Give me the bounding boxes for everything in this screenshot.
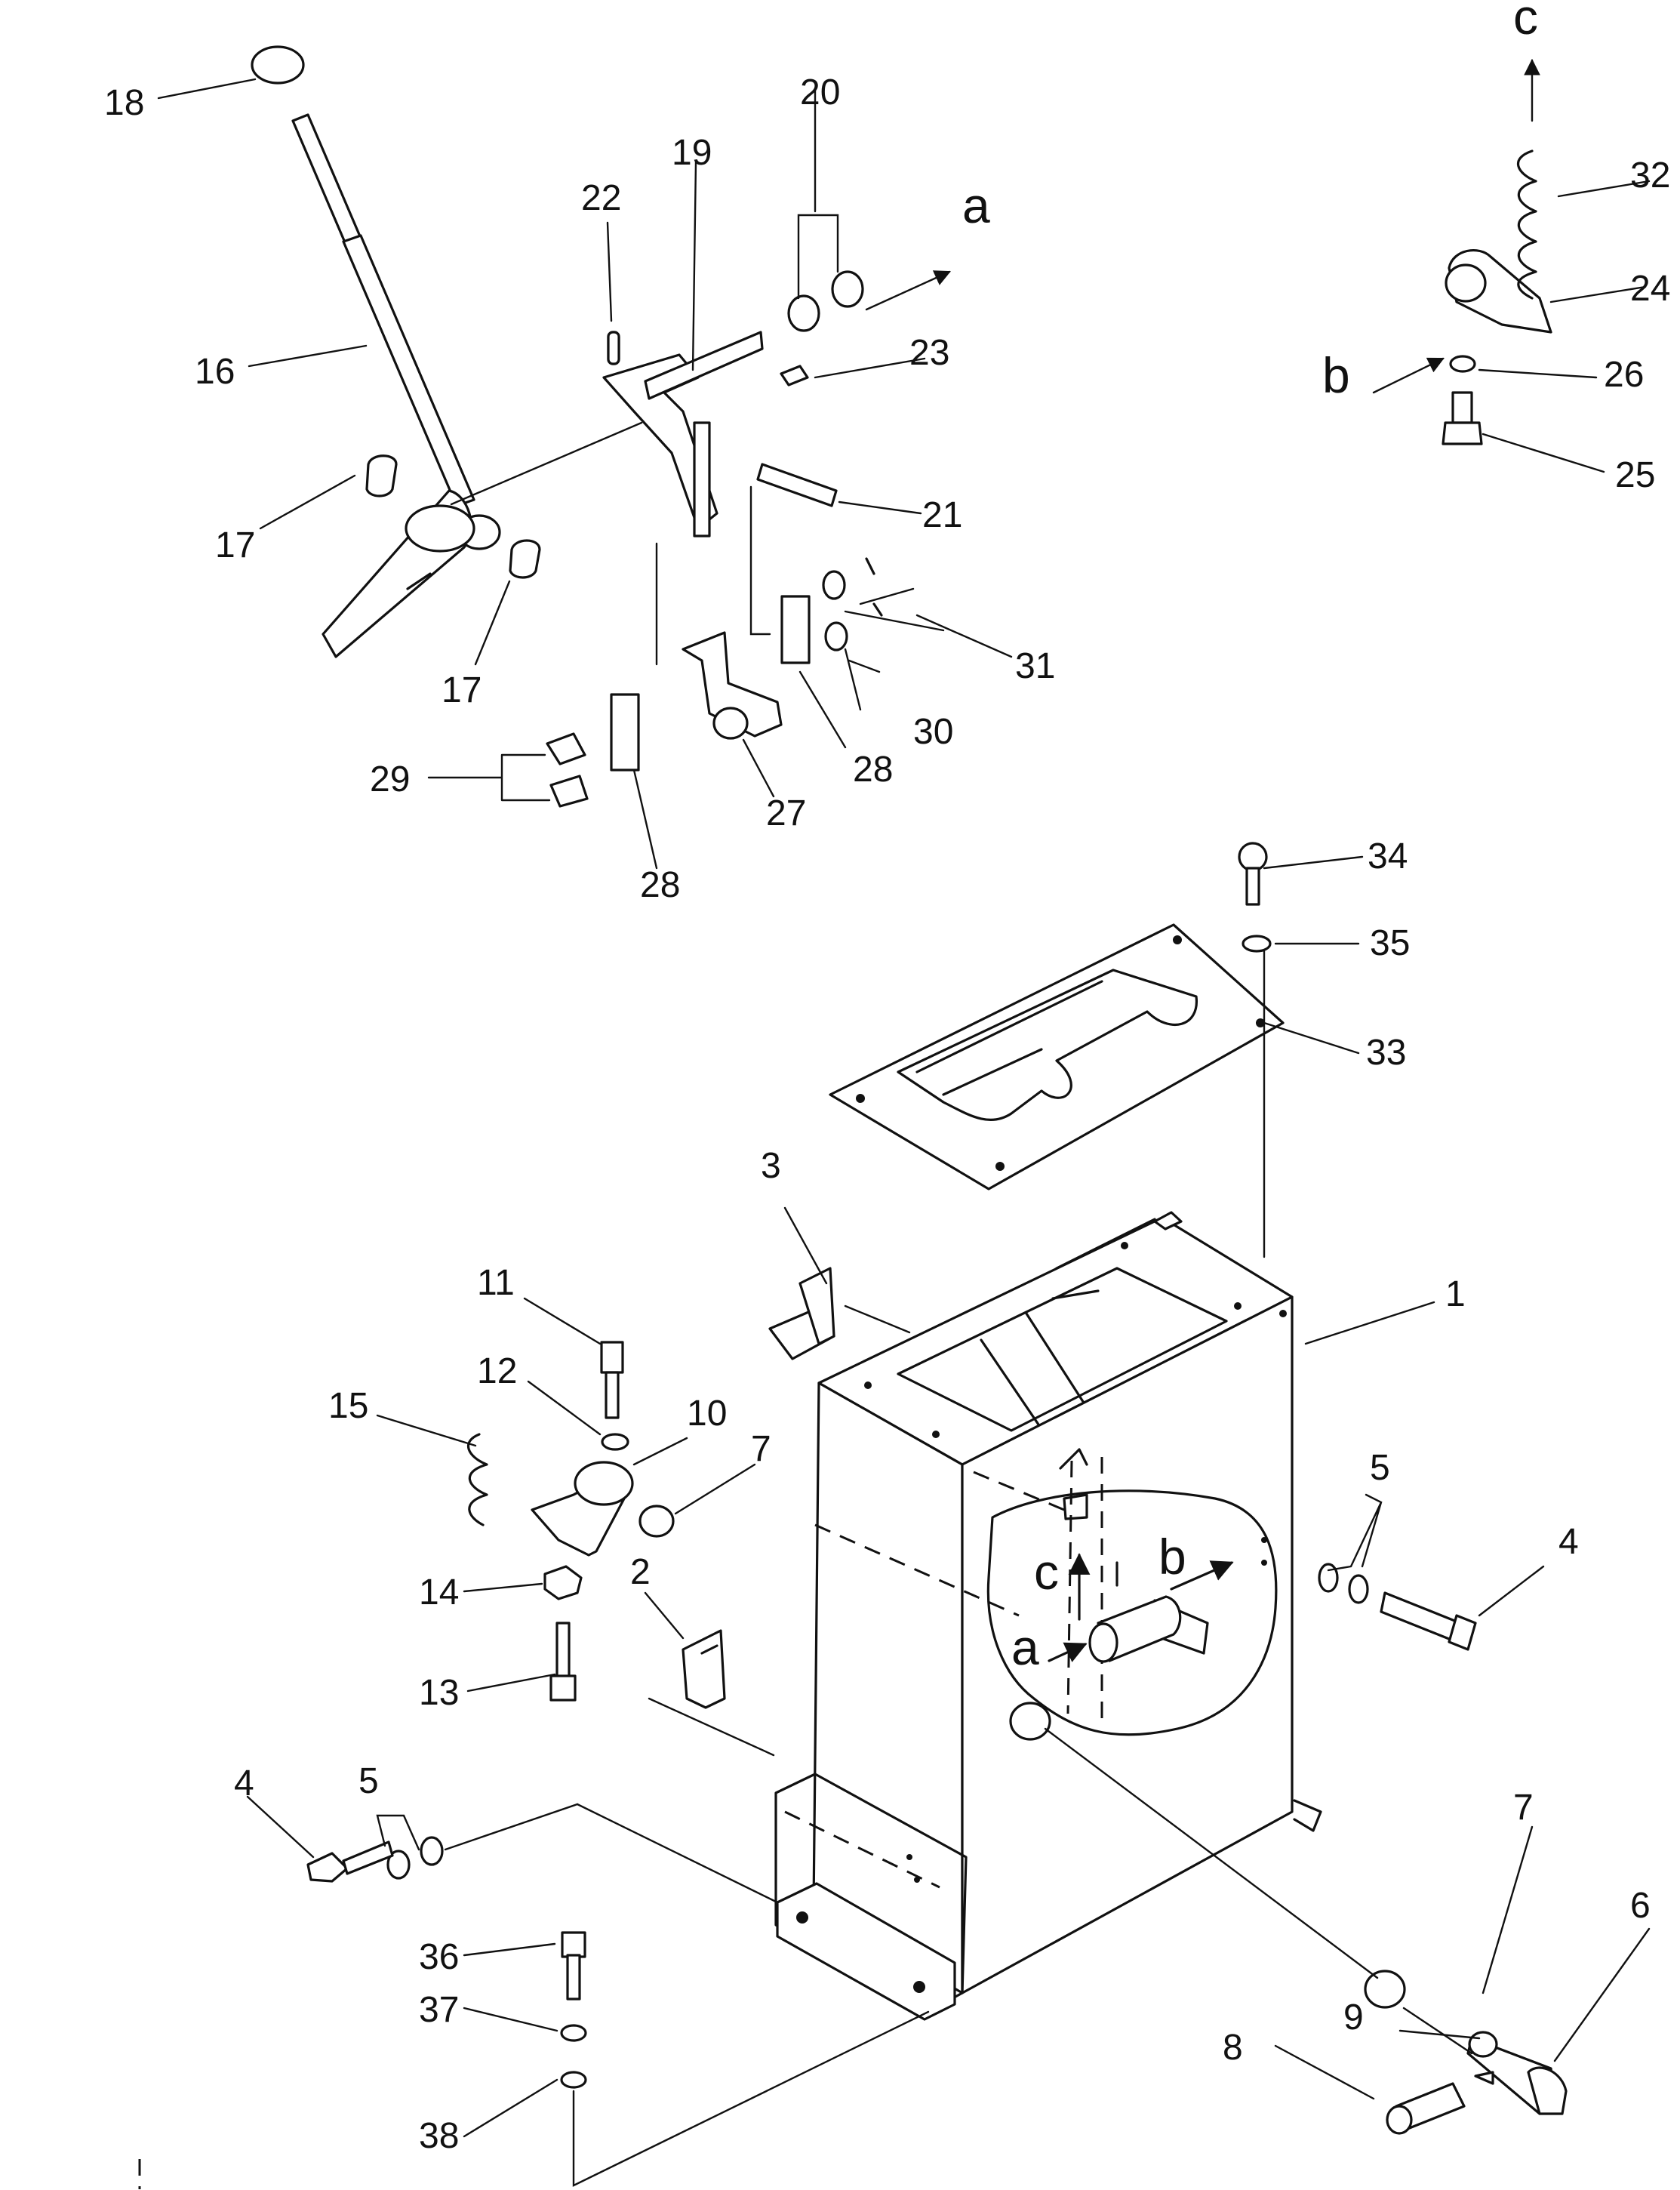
label-18: 18: [104, 83, 144, 123]
label-6: 6: [1630, 1886, 1651, 1926]
label-10: 10: [687, 1394, 727, 1434]
marker-b-top: b: [1322, 347, 1350, 403]
label-17a: 17: [215, 525, 255, 565]
label-31: 31: [1015, 646, 1055, 686]
label-36: 36: [419, 1937, 459, 1977]
label-4b: 4: [234, 1763, 254, 1803]
label-7b: 7: [1513, 1788, 1534, 1828]
label-22: 22: [581, 178, 621, 218]
label-28a: 28: [853, 750, 893, 790]
marker-c-top: c: [1513, 0, 1538, 45]
shaft-bracket: [602, 331, 838, 666]
label-35: 35: [1370, 923, 1410, 963]
marker-a-inner: a: [1011, 1619, 1039, 1675]
housing-part-1: a b c: [774, 1211, 1322, 2021]
label-29: 29: [370, 759, 410, 799]
label-25: 25: [1615, 455, 1655, 495]
label-8: 8: [1223, 2028, 1243, 2068]
label-16: 16: [195, 352, 235, 392]
leader-lines: [138, 58, 1651, 2189]
label-34: 34: [1368, 836, 1408, 876]
label-11: 11: [477, 1263, 515, 1303]
label-7a: 7: [751, 1429, 771, 1469]
label-23: 23: [909, 333, 949, 373]
label-13: 13: [419, 1673, 459, 1713]
label-32: 32: [1630, 156, 1670, 196]
marker-b-inner: b: [1158, 1529, 1186, 1585]
marker-c-inner: c: [1034, 1544, 1059, 1600]
lever-assembly: [251, 45, 643, 658]
label-15: 15: [328, 1386, 368, 1426]
label-28b: 28: [640, 865, 680, 905]
label-4a: 4: [1558, 1522, 1579, 1562]
label-19: 19: [672, 133, 712, 173]
label-20: 20: [800, 72, 840, 112]
label-2: 2: [630, 1552, 651, 1592]
label-5b: 5: [358, 1761, 379, 1801]
part-labels: 18 16 17 17 22 19 20 a 23 21 31 30 28 27…: [104, 0, 1670, 2156]
label-3: 3: [761, 1146, 781, 1186]
label-33: 33: [1366, 1033, 1406, 1073]
label-17b: 17: [442, 670, 482, 710]
label-9: 9: [1343, 1997, 1364, 2038]
label-1: 1: [1445, 1274, 1466, 1314]
label-26: 26: [1604, 355, 1644, 395]
label-24: 24: [1630, 269, 1670, 309]
small-parts: [306, 149, 1568, 2135]
label-38: 38: [419, 2116, 459, 2156]
label-21: 21: [922, 495, 962, 535]
label-27: 27: [766, 793, 806, 833]
cover-plate-part-33: [829, 923, 1285, 1190]
label-37: 37: [419, 1990, 459, 2030]
label-14: 14: [419, 1572, 459, 1612]
marker-a-top: a: [962, 177, 990, 233]
label-5a: 5: [1370, 1448, 1390, 1488]
label-30: 30: [913, 712, 953, 752]
label-12: 12: [477, 1351, 517, 1391]
